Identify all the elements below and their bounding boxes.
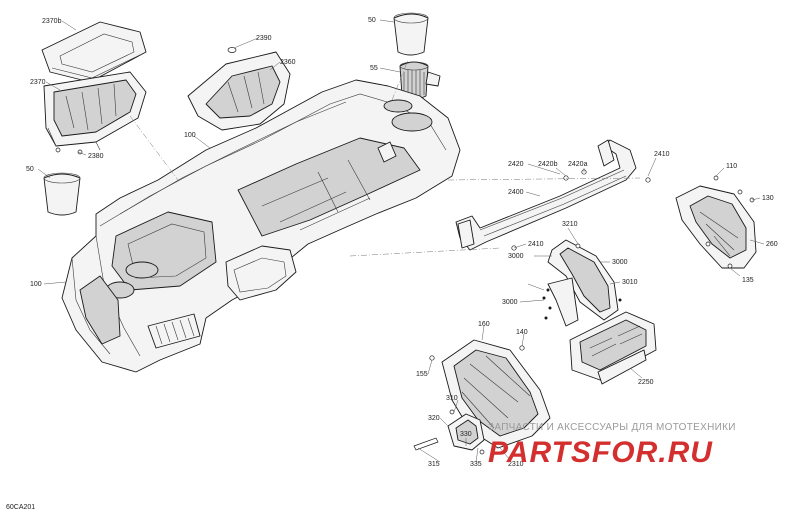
clip (546, 288, 550, 292)
label-2420: 2420 (508, 161, 524, 168)
label-2310: 2310 (508, 461, 524, 468)
label-310: 310 (446, 395, 458, 402)
glove-box-lid (41, 21, 147, 83)
label-2410-left: 2410 (528, 241, 544, 248)
right-bracket (675, 185, 757, 269)
label-3210: 3210 (562, 221, 578, 228)
clip (618, 298, 622, 302)
clip (544, 316, 548, 320)
label-2390: 2390 (256, 35, 272, 42)
bracket-screw (705, 241, 711, 247)
label-3000-right: 3000 (612, 259, 628, 266)
watermark-logo: PARTSFOR.RU (488, 436, 713, 469)
clip (542, 296, 546, 300)
site-watermark: ЗАПЧАСТИ И АКСЕССУАРЫ ДЛЯ МОТОТЕХНИКИ PA… (488, 422, 788, 482)
label-135: 135 (742, 277, 754, 284)
console-trim-panel (547, 239, 619, 327)
label-330: 330 (460, 431, 472, 438)
clip (548, 306, 552, 310)
glove-box (43, 71, 147, 151)
label-140: 140 (516, 329, 528, 336)
hinge-bolt (413, 437, 439, 451)
label-3000-top: 3000 (508, 253, 524, 260)
trim-screw (575, 243, 581, 249)
bracket-screw (727, 263, 733, 269)
bracket-screw (713, 175, 719, 181)
crossbar-bolt (563, 175, 569, 181)
label-50-top: 50 (368, 17, 376, 24)
cover-clip (227, 47, 237, 53)
label-2370: 2370 (30, 79, 46, 86)
gauge-cluster-bezel (569, 311, 657, 385)
bracket-bolt (429, 355, 435, 361)
label-100-top: 100 (184, 132, 196, 139)
label-335: 335 (470, 461, 482, 468)
label-2420b: 2420b (538, 161, 558, 168)
label-110: 110 (726, 163, 737, 170)
bracket-screw (737, 189, 743, 195)
glove-box-screw (55, 147, 61, 153)
label-260: 260 (766, 241, 778, 248)
hinge-bolt (449, 409, 455, 415)
side-compartment-cover (187, 51, 291, 131)
diagram-code: 60CA201 (6, 504, 36, 511)
bracket-bolt (519, 345, 525, 351)
dashboard-main-body (61, 79, 461, 373)
label-130: 130 (762, 195, 774, 202)
label-50-left: 50 (26, 166, 34, 173)
label-320: 320 (428, 415, 440, 422)
label-2380: 2380 (88, 153, 104, 160)
label-2420a: 2420a (568, 161, 588, 168)
label-3010: 3010 (622, 279, 638, 286)
cup-holder-insert-top (393, 12, 429, 56)
hinge-washer (479, 449, 485, 455)
label-160: 160 (478, 321, 490, 328)
label-2410-right: 2410 (654, 151, 670, 158)
cup-holder-insert-left (43, 172, 81, 216)
label-2370b: 2370b (42, 18, 62, 25)
label-100-left: 100 (30, 281, 42, 288)
cup-holder-insert-ribbed (399, 61, 441, 100)
watermark-tagline: ЗАПЧАСТИ И АКСЕССУАРЫ ДЛЯ МОТОТЕХНИКИ (488, 422, 736, 433)
crossbar-bolt (645, 177, 651, 183)
label-2400: 2400 (508, 189, 524, 196)
label-55: 55 (370, 65, 378, 72)
label-2360: 2360 (280, 59, 296, 66)
label-3000-bottom: 3000 (502, 299, 518, 306)
hinge-bracket (447, 413, 485, 451)
label-315: 315 (428, 461, 440, 468)
dashboard-crossbar (455, 139, 637, 251)
label-2250: 2250 (638, 379, 654, 386)
label-155: 155 (416, 371, 428, 378)
